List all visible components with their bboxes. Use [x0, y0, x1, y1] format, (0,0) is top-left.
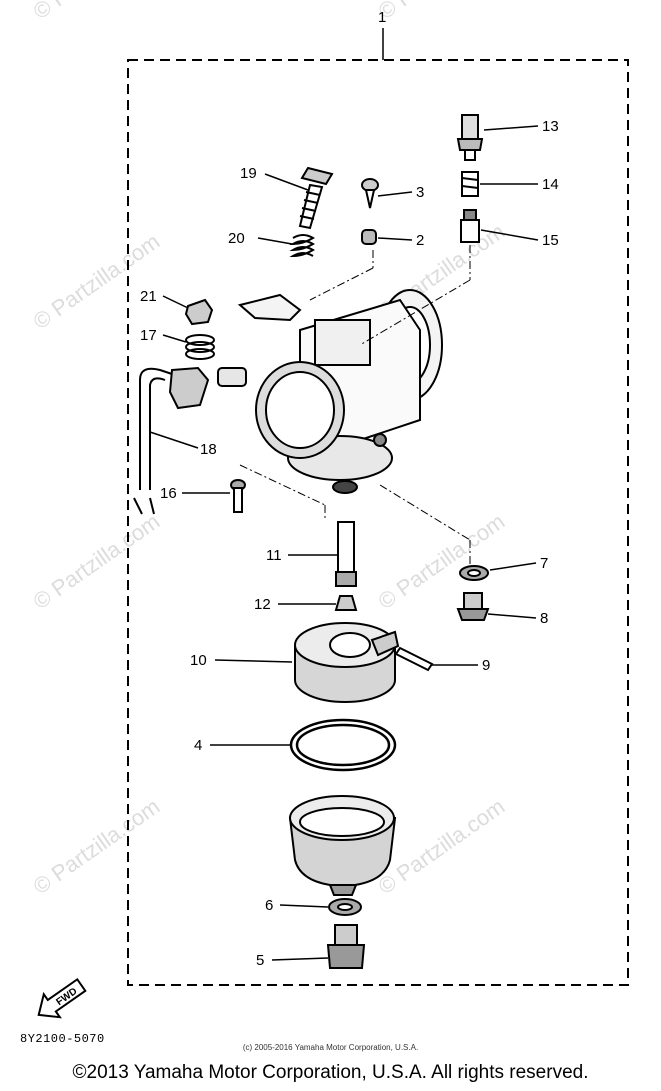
- part-4-gasket: [289, 718, 397, 772]
- part-19-throttle-stop-screw: [298, 166, 334, 230]
- callout-14: 14: [542, 176, 559, 193]
- assembly-frame: [127, 59, 629, 986]
- callout-6: 6: [265, 897, 273, 914]
- callout-11: 11: [266, 547, 282, 564]
- callout-12: 12: [254, 596, 271, 613]
- part-21-cap: [184, 298, 214, 326]
- fwd-arrow-icon: FWD: [37, 977, 87, 1019]
- part-12-jet: [334, 595, 358, 611]
- main-copyright: ©2013 Yamaha Motor Corporation, U.S.A. A…: [72, 1062, 589, 1083]
- part-10-float: [294, 622, 400, 703]
- callout-9: 9: [482, 657, 490, 674]
- watermark: © Partzilla.com: [374, 509, 510, 615]
- assembly-leaders: [239, 245, 471, 565]
- part-15-plunger: [460, 209, 480, 243]
- part-11-main-jet: [335, 521, 357, 587]
- part-20-spring: [289, 234, 315, 258]
- watermark: © Partzilla.com: [29, 0, 165, 24]
- part-14-spring: [461, 171, 479, 197]
- watermarks: © Partzilla.com © Partzilla.com © Partzi…: [29, 0, 510, 899]
- small-copyright: (c) 2005-2016 Yamaha Motor Corporation, …: [242, 1043, 419, 1052]
- callout-5: 5: [256, 952, 264, 969]
- float-bowl: [288, 795, 397, 896]
- part-code: 8Y2100-5070: [20, 1032, 105, 1046]
- callout-3: 3: [416, 184, 424, 201]
- callout-19: 19: [240, 165, 257, 182]
- callout-1: 1: [378, 9, 386, 26]
- watermark: © Partzilla.com: [29, 509, 165, 615]
- callout-10: 10: [190, 652, 207, 669]
- part-6-washer: [328, 898, 362, 916]
- callout-2: 2: [416, 232, 424, 249]
- part-13-plug: [456, 114, 484, 161]
- callout-leaders: [149, 125, 539, 961]
- callout-13: 13: [542, 118, 559, 135]
- part-7-washer: [459, 565, 489, 581]
- callout-8: 8: [540, 610, 548, 627]
- callout-7: 7: [540, 555, 548, 572]
- part-9-float-pin: [394, 646, 434, 672]
- part-18-starter-cable: [133, 366, 210, 515]
- part-3-pilot-screw: [361, 178, 379, 209]
- watermark: © Partzilla.com: [374, 794, 510, 900]
- part-2-spring: [361, 229, 377, 245]
- callout-21: 21: [140, 288, 157, 305]
- part-8-valve-seat: [456, 592, 490, 621]
- callout-17: 17: [140, 327, 157, 344]
- callout-4: 4: [194, 737, 202, 754]
- part-5-drain-screw: [326, 924, 366, 969]
- part-17-spring: [185, 334, 215, 360]
- callout-20: 20: [228, 230, 245, 247]
- watermark: © Partzilla.com: [374, 0, 510, 24]
- watermark: © Partzilla.com: [29, 794, 165, 900]
- callout-16: 16: [160, 485, 177, 502]
- callout-18: 18: [200, 441, 217, 458]
- part-16-screw: [230, 479, 246, 513]
- carburetor-body: [217, 289, 443, 494]
- watermark: © Partzilla.com: [29, 229, 165, 335]
- callout-15: 15: [542, 232, 559, 249]
- callout-labels: 13 14 15 2 3 19 20 21 17 18 16 11 12 7 8…: [140, 118, 559, 969]
